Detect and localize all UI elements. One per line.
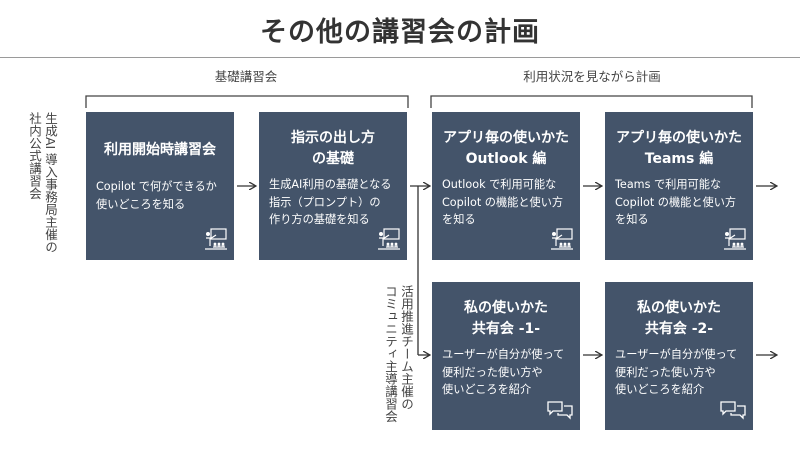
box-description: 生成AI利用の基礎となる 指示（プロンプト）の 作り方の基礎を知る <box>269 176 401 229</box>
presentation-icon <box>550 228 574 254</box>
box-title: アプリ毎の使いかた Outlook 編 <box>432 128 580 170</box>
course-box-share-2: 私の使いかた 共有会 -2- ユーザーが自分が使って 便利だった使い方や 使いど… <box>605 282 753 430</box>
chat-bubbles-icon <box>719 400 747 424</box>
chat-bubbles-icon <box>546 400 574 424</box>
box-desc-line3: を知る <box>615 213 649 226</box>
group-label-basic: 基礎講習会 <box>214 69 278 84</box>
box-title: 指示の出し方 の基礎 <box>259 128 407 170</box>
course-box-prompt: 指示の出し方 の基礎 生成AI利用の基礎となる 指示（プロンプト）の 作り方の基… <box>259 112 407 260</box>
title-divider <box>0 57 800 58</box>
box-desc-line1: Teams で利用可能な <box>615 178 722 191</box>
box-title-line2: Teams 編 <box>644 151 714 167</box>
box-desc-line1: ユーザーが自分が使って <box>442 348 565 361</box>
box-title: 私の使いかた 共有会 -2- <box>605 298 753 340</box>
box-description: ユーザーが自分が使って 便利だった使い方や 使いどころを紹介 <box>442 346 574 399</box>
official-course-side-label: 生成AI 導入事務局主催の 社内公式講習会 <box>26 112 58 262</box>
box-title-line1: 私の使いかた <box>637 300 721 316</box>
box-desc-line2: Copilot の機能と使い方 <box>442 195 564 209</box>
box-description: Outlook で利用可能な Copilot の機能と使い方 を知る <box>442 176 574 229</box>
box-title: 私の使いかた 共有会 -1- <box>432 298 580 340</box>
box-title-line2: の基礎 <box>312 151 354 167</box>
bracket-basic <box>85 95 409 108</box>
community-course-label-line2: コミュニティ主導講習会 <box>383 285 398 423</box>
box-description: ユーザーが自分が使って 便利だった使い方や 使いどころを紹介 <box>615 346 747 399</box>
box-desc-line3: を知る <box>442 213 476 226</box>
box-desc-line2: Copilot の機能と使い方 <box>615 195 737 209</box>
box-desc-line1: 生成AI利用の基礎となる <box>269 178 392 191</box>
box-title-line1: 私の使いかた <box>464 300 548 316</box>
box-desc-line1: Copilot で何ができるか <box>96 180 217 193</box>
box-desc-line3: 作り方の基礎を知る <box>269 213 370 226</box>
box-desc-line2: 便利だった使い方や <box>442 365 543 379</box>
course-box-intro: 利用開始時講習会 Copilot で何ができるか 使いどころを知る <box>86 112 234 260</box>
box-title: アプリ毎の使いかた Teams 編 <box>605 128 753 170</box>
box-description: Copilot で何ができるか 使いどころを知る <box>96 178 228 213</box>
box-desc-line2: 指示（プロンプト）の <box>269 195 381 209</box>
page-title: その他の講習会の計画 <box>260 17 540 48</box>
official-course-label-line1: 生成AI 導入事務局主催の <box>43 112 58 254</box>
presentation-icon <box>377 228 401 254</box>
box-title: 利用開始時講習会 <box>86 140 234 161</box>
box-desc-line1: Outlook で利用可能な <box>442 178 557 191</box>
box-title-line1: 指示の出し方 <box>291 130 375 146</box>
box-title-line2: 共有会 -1- <box>471 321 541 337</box>
presentation-icon <box>723 228 747 254</box>
presentation-icon <box>204 228 228 254</box>
box-desc-line3: 使いどころを紹介 <box>442 383 532 396</box>
box-title-line1: アプリ毎の使いかた <box>616 130 742 146</box>
box-desc-line2: 使いどころを知る <box>96 197 186 211</box>
official-course-label-line2: 社内公式講習会 <box>27 112 42 200</box>
course-box-teams: アプリ毎の使いかた Teams 編 Teams で利用可能な Copilot の… <box>605 112 753 260</box>
community-course-side-label: 活用推進チーム主催の コミュニティ主導講習会 <box>382 285 414 435</box>
community-course-label-line1: 活用推進チーム主催の <box>399 285 414 410</box>
bracket-usage <box>430 95 753 108</box>
course-box-share-1: 私の使いかた 共有会 -1- ユーザーが自分が使って 便利だった使い方や 使いど… <box>432 282 580 430</box>
box-desc-line2: 便利だった使い方や <box>615 365 716 379</box>
box-title-line2: Outlook 編 <box>465 151 547 167</box>
box-desc-line3: 使いどころを紹介 <box>615 383 705 396</box>
box-description: Teams で利用可能な Copilot の機能と使い方 を知る <box>615 176 747 229</box>
box-title-line1: アプリ毎の使いかた <box>443 130 569 146</box>
course-box-outlook: アプリ毎の使いかた Outlook 編 Outlook で利用可能な Copil… <box>432 112 580 260</box>
box-title-line2: 共有会 -2- <box>644 321 714 337</box>
box-desc-line1: ユーザーが自分が使って <box>615 348 738 361</box>
group-label-usage: 利用状況を見ながら計画 <box>523 69 661 84</box>
box-title-line1: 利用開始時講習会 <box>104 142 216 158</box>
